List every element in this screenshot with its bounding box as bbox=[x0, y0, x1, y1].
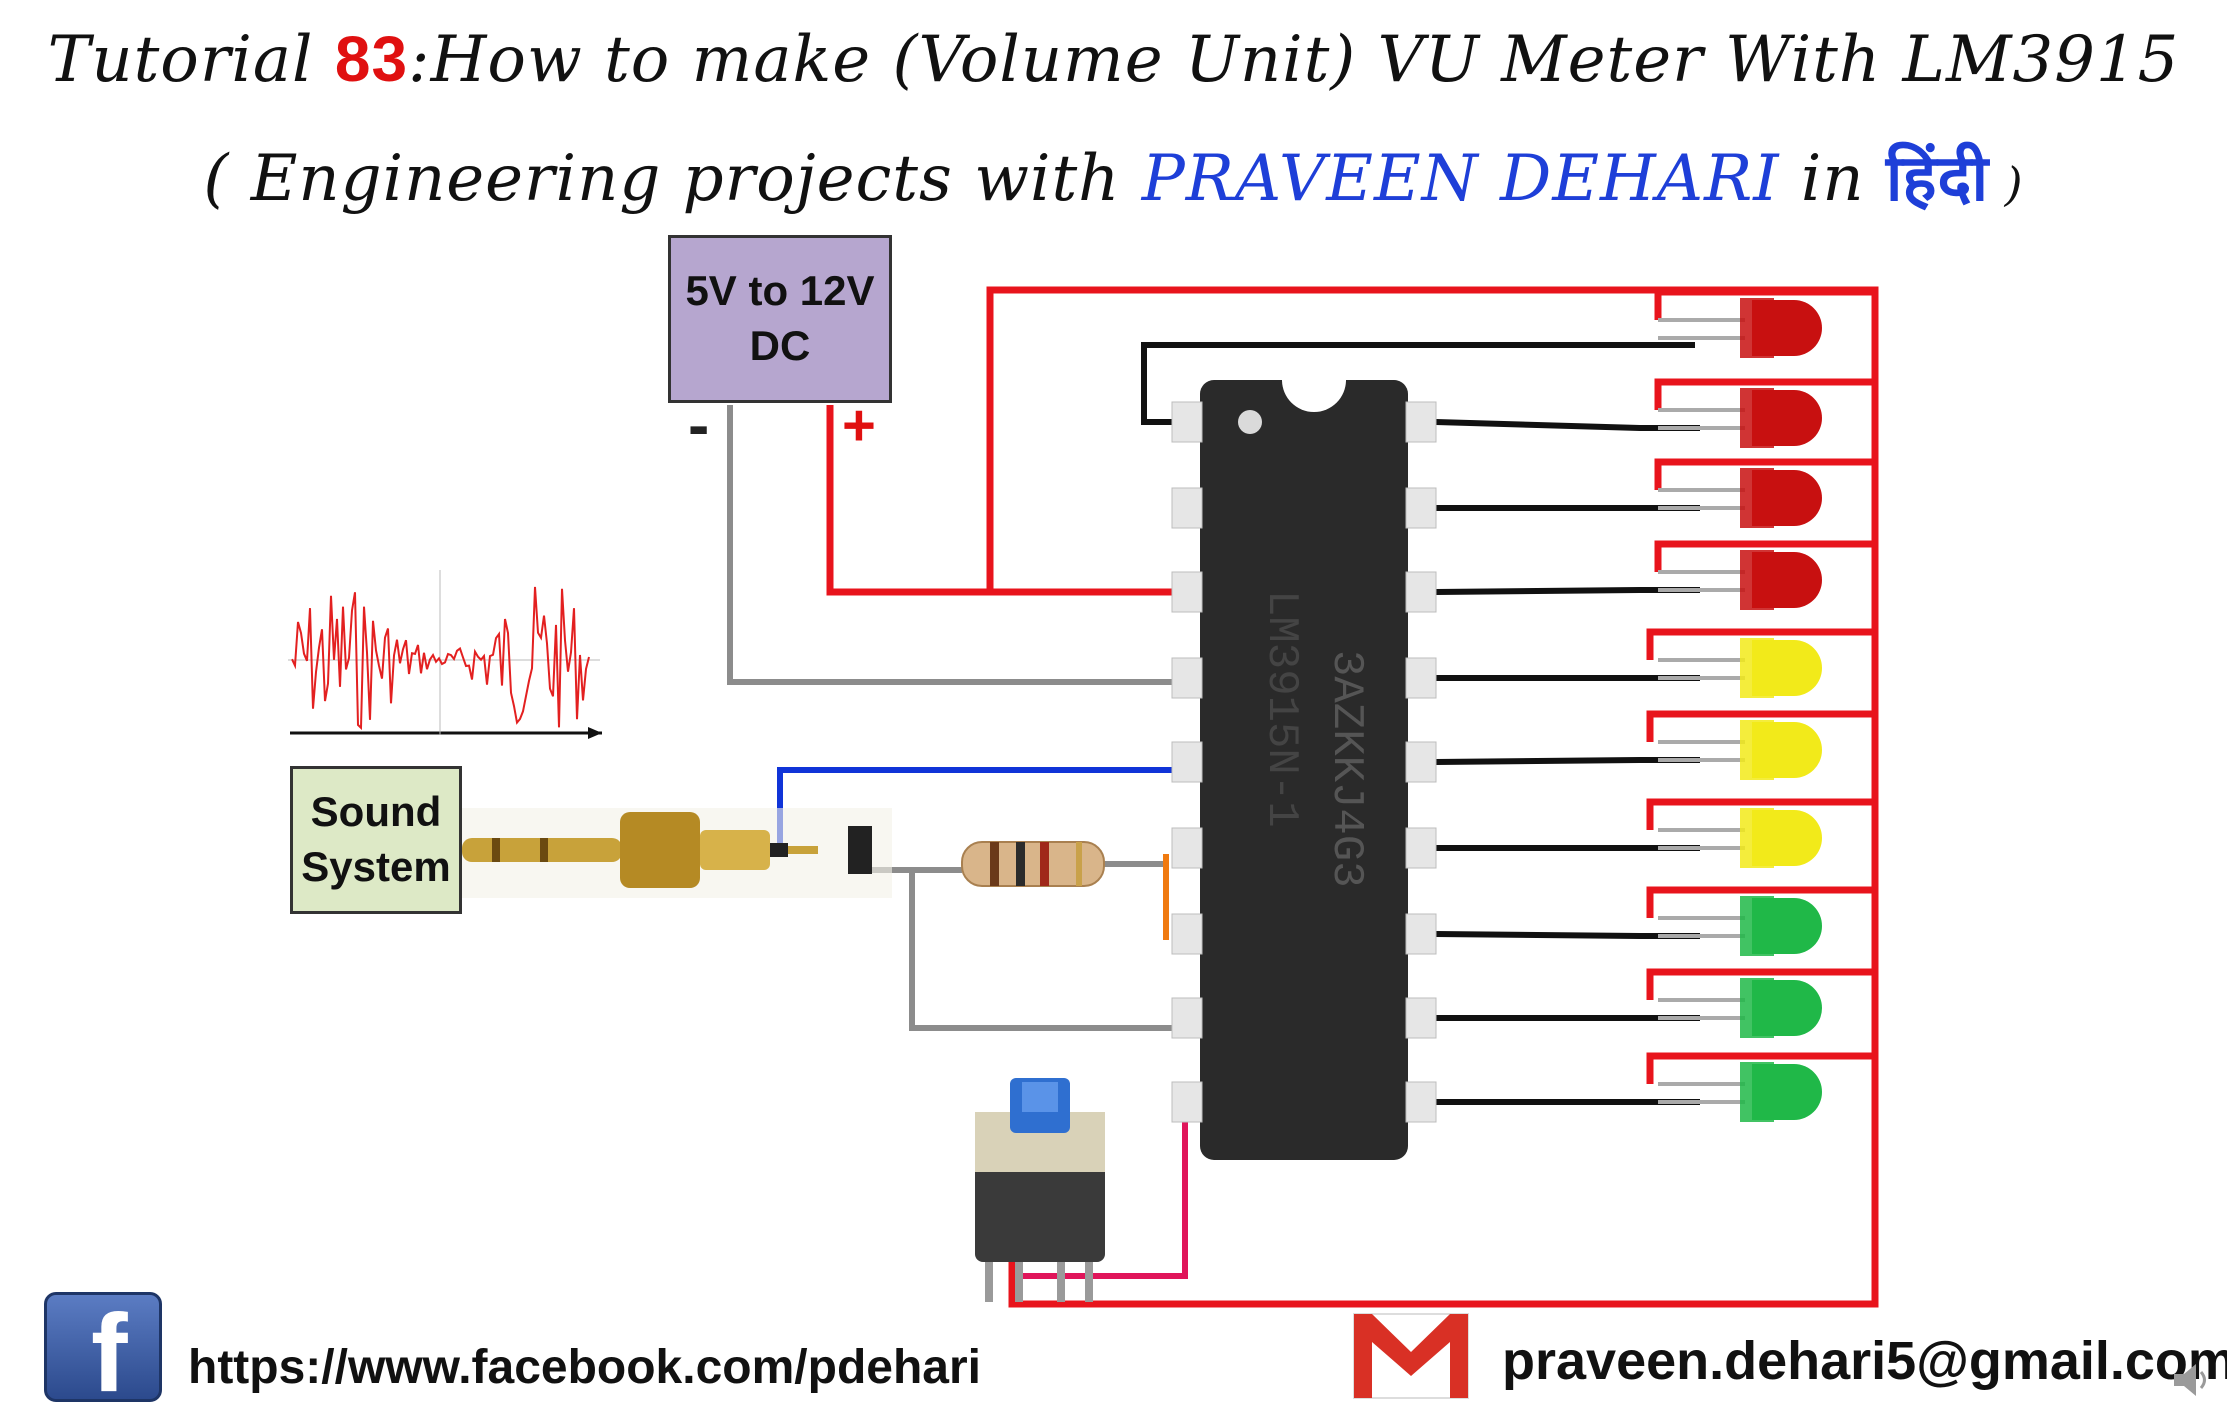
ic-pin-right-12 bbox=[1405, 913, 1437, 955]
led-anode-branch bbox=[1646, 798, 1875, 830]
ic-body bbox=[1200, 380, 1408, 1160]
led-red-3 bbox=[1752, 470, 1822, 526]
ic-pin-left-6 bbox=[1171, 827, 1203, 869]
title-suffix: :How to make (Volume Unit) VU Meter With… bbox=[408, 23, 2180, 97]
waveform-signal bbox=[291, 586, 590, 731]
led-red-2 bbox=[1752, 390, 1822, 446]
resistor bbox=[961, 841, 1105, 887]
jack-contact bbox=[788, 846, 818, 854]
ic-pin-left-7 bbox=[1171, 913, 1203, 955]
ic-pin-left-4 bbox=[1171, 657, 1203, 699]
led-anode-branch bbox=[1654, 540, 1875, 572]
supply-negative-wire bbox=[727, 405, 1180, 685]
tutorial-number: 83 bbox=[334, 23, 409, 95]
led-green-10 bbox=[1752, 1064, 1822, 1120]
led-bar bbox=[1658, 298, 1822, 1122]
facebook-link[interactable]: https://www.facebook.com/pdehari bbox=[188, 1341, 981, 1394]
subtitle-close: ) bbox=[1989, 157, 2024, 211]
led-yellow-5 bbox=[1752, 640, 1822, 696]
led-anode-branch bbox=[1646, 628, 1875, 660]
sound-system-line2: System bbox=[301, 843, 451, 890]
led-anode-branch bbox=[1646, 1052, 1875, 1084]
led-red-1 bbox=[1752, 300, 1822, 356]
switch-leg-3 bbox=[1057, 1262, 1065, 1302]
ic-pin-right-18 bbox=[1405, 401, 1437, 443]
waveform-arrow bbox=[588, 727, 602, 739]
led-anode-branch bbox=[1654, 378, 1875, 410]
resistor-body bbox=[961, 841, 1105, 887]
led-anode-branch bbox=[1654, 288, 1875, 320]
jack-collar bbox=[620, 812, 700, 888]
power-supply-voltage: 5V to 12V bbox=[685, 267, 875, 315]
led-anode-branch bbox=[1646, 710, 1875, 742]
jack-ring-1 bbox=[492, 838, 500, 862]
sound-system-line1: Sound bbox=[310, 788, 442, 836]
ic-pin-right-15 bbox=[1405, 657, 1437, 699]
led-yellow-7 bbox=[1752, 810, 1822, 866]
audio-waveform-graphic bbox=[288, 570, 602, 739]
speaker-icon[interactable] bbox=[2170, 1358, 2214, 1402]
gmail-icon[interactable] bbox=[1352, 1312, 1470, 1400]
ic-pin-left-1 bbox=[1171, 401, 1203, 443]
negative-terminal-label: - bbox=[688, 389, 710, 461]
power-supply-type: DC bbox=[749, 322, 811, 369]
audio-jack bbox=[462, 808, 892, 898]
led-green-8 bbox=[1752, 898, 1822, 954]
ic-pin-left-5 bbox=[1171, 741, 1203, 783]
title-line-1: Tutorial 83:How to make (Volume Unit) VU… bbox=[0, 22, 2227, 97]
push-button-switch bbox=[975, 1078, 1105, 1302]
ic-pin-left-8 bbox=[1171, 997, 1203, 1039]
power-supply-box: 5V to 12V DC bbox=[668, 235, 892, 403]
led-anode-branch bbox=[1654, 458, 1875, 490]
switch-button-cap bbox=[1022, 1082, 1058, 1112]
ic-marking-1: 3AZKKJ4G3 bbox=[1321, 650, 1371, 888]
jack-ring-2 bbox=[540, 838, 548, 862]
ic-pin-left-3 bbox=[1171, 571, 1203, 613]
ic-pin1-dot bbox=[1238, 410, 1262, 434]
led-yellow-6 bbox=[1752, 722, 1822, 778]
email-address[interactable]: praveen.dehari5@gmail.com bbox=[1502, 1331, 2227, 1391]
positive-terminal-label: + bbox=[842, 393, 876, 458]
ic-pin-right-16 bbox=[1405, 571, 1437, 613]
led-red-4 bbox=[1752, 552, 1822, 608]
sound-system-box: Sound System bbox=[290, 766, 462, 914]
switch-leg-2 bbox=[1015, 1262, 1023, 1302]
ic-pins bbox=[1171, 401, 1437, 1123]
title-line-2: ( Engineering projects with PRAVEEN DEHA… bbox=[0, 132, 2227, 219]
ic-notch bbox=[1282, 380, 1346, 412]
ic-pin-left-2 bbox=[1171, 487, 1203, 529]
subtitle-open: ( Engineering projects with bbox=[203, 142, 1142, 216]
led-anode-bus bbox=[986, 286, 1879, 1308]
subtitle-in: in bbox=[1779, 142, 1886, 216]
resistor-band-1 bbox=[990, 842, 999, 886]
switch-leg-4 bbox=[1085, 1262, 1093, 1302]
led-anode-branch bbox=[1646, 968, 1875, 1000]
resistor-band-3 bbox=[1040, 842, 1049, 886]
jack-tip bbox=[770, 843, 788, 857]
resistor-band-4 bbox=[1076, 842, 1082, 886]
lm3915-ic: 3AZKKJ4G3 LM3915N-1 bbox=[1171, 380, 1437, 1160]
facebook-icon[interactable]: f bbox=[44, 1292, 162, 1402]
ic-pin-right-10 bbox=[1405, 1081, 1437, 1123]
led-1-cathode-wire bbox=[1141, 342, 1695, 425]
jack-sleeve bbox=[700, 830, 770, 870]
led-green-9 bbox=[1752, 980, 1822, 1036]
ic-pin-right-14 bbox=[1405, 741, 1437, 783]
ic-pin-right-11 bbox=[1405, 997, 1437, 1039]
ic-pin-left-9 bbox=[1171, 1081, 1203, 1123]
ic-pin-right-13 bbox=[1405, 827, 1437, 869]
ic-marking-2: LM3915N-1 bbox=[1256, 590, 1306, 828]
language-label: हिंदी bbox=[1885, 142, 1990, 216]
jack-socket-lug bbox=[848, 826, 872, 874]
resistor-band-2 bbox=[1016, 842, 1025, 886]
title-prefix: Tutorial bbox=[47, 23, 335, 97]
author-name: PRAVEEN DEHARI bbox=[1141, 142, 1780, 216]
switch-leg-1 bbox=[985, 1262, 993, 1302]
ic-pin-right-17 bbox=[1405, 487, 1437, 529]
supply-positive-wire bbox=[826, 405, 1180, 596]
led-anode-branch bbox=[1646, 886, 1875, 918]
